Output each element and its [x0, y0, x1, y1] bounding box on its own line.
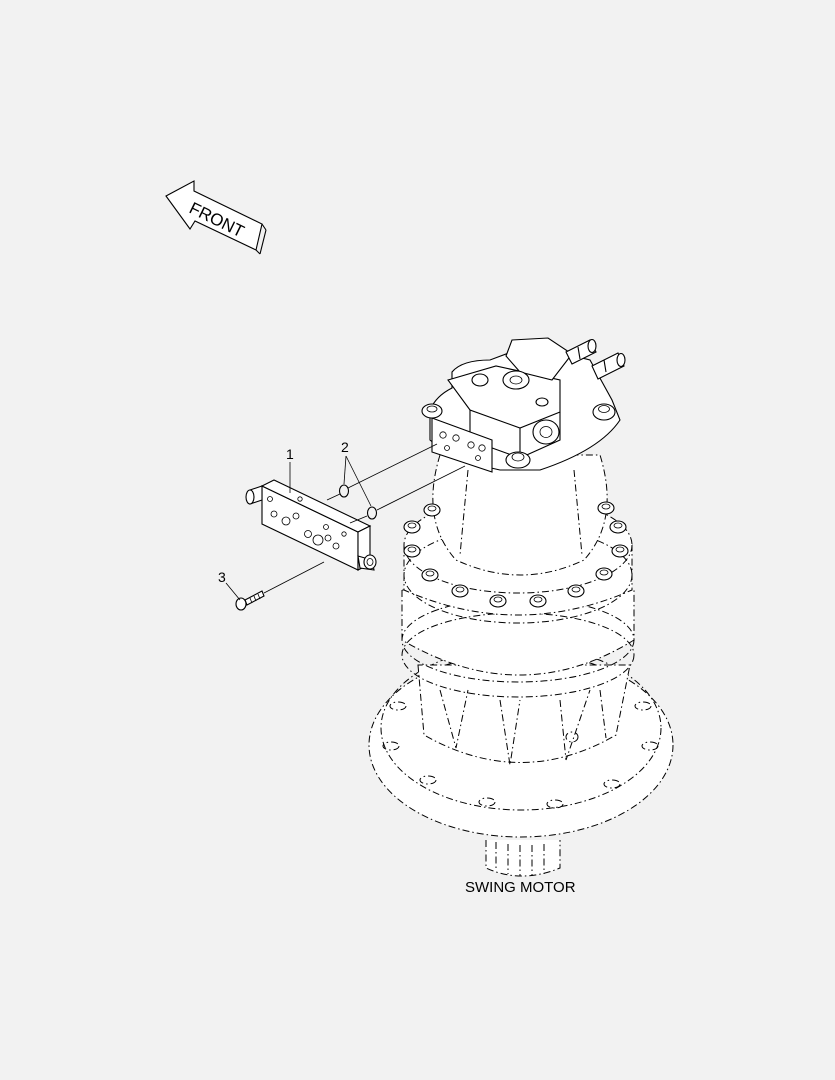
ring-bolt-socket	[571, 586, 581, 593]
ring-bolt-socket	[427, 505, 437, 512]
diagram-caption: SWING MOTOR	[465, 879, 576, 896]
ring-bolt-socket	[493, 596, 503, 603]
ring-bolt-head	[451, 584, 469, 598]
callout-1: 1	[286, 446, 294, 462]
assembly-lines	[225, 443, 466, 601]
ring-bolt-socket	[615, 546, 625, 553]
ring-bolt-head	[423, 503, 441, 517]
ring-bolt-head	[597, 501, 615, 515]
ring-bolt-head	[403, 520, 421, 534]
ring-bolt-socket	[601, 503, 611, 510]
callout-3: 3	[218, 569, 226, 585]
ring-bolt-head	[489, 594, 507, 608]
part-2-o-rings	[338, 484, 378, 520]
ring-bolt-head	[421, 568, 439, 582]
part-1-valve-block	[245, 479, 377, 571]
ring-bolt-socket	[455, 586, 465, 593]
ring-bolt-head	[403, 544, 421, 558]
ring-bolt-socket	[407, 546, 417, 553]
part-3-bolt	[235, 590, 265, 611]
swing-motor-body	[368, 454, 674, 877]
ring-bolt-socket	[425, 570, 435, 577]
motor-valve-head	[421, 337, 626, 473]
ring-bolt-head	[529, 594, 547, 608]
ring-bolt-socket	[599, 569, 609, 576]
ring-bolt-head	[595, 567, 613, 581]
flange-bolt-holes	[382, 701, 659, 809]
ring-bolt-head	[611, 544, 629, 558]
ring-bolt-socket	[407, 522, 417, 529]
ring-bolt-head	[609, 520, 627, 534]
ring-bolt-head	[567, 584, 585, 598]
ring-bolt-socket	[533, 596, 543, 603]
front-arrow: FRONT	[165, 180, 267, 255]
callout-2: 2	[341, 439, 349, 455]
ring-bolts	[403, 501, 629, 608]
ring-bolt-socket	[613, 522, 623, 529]
